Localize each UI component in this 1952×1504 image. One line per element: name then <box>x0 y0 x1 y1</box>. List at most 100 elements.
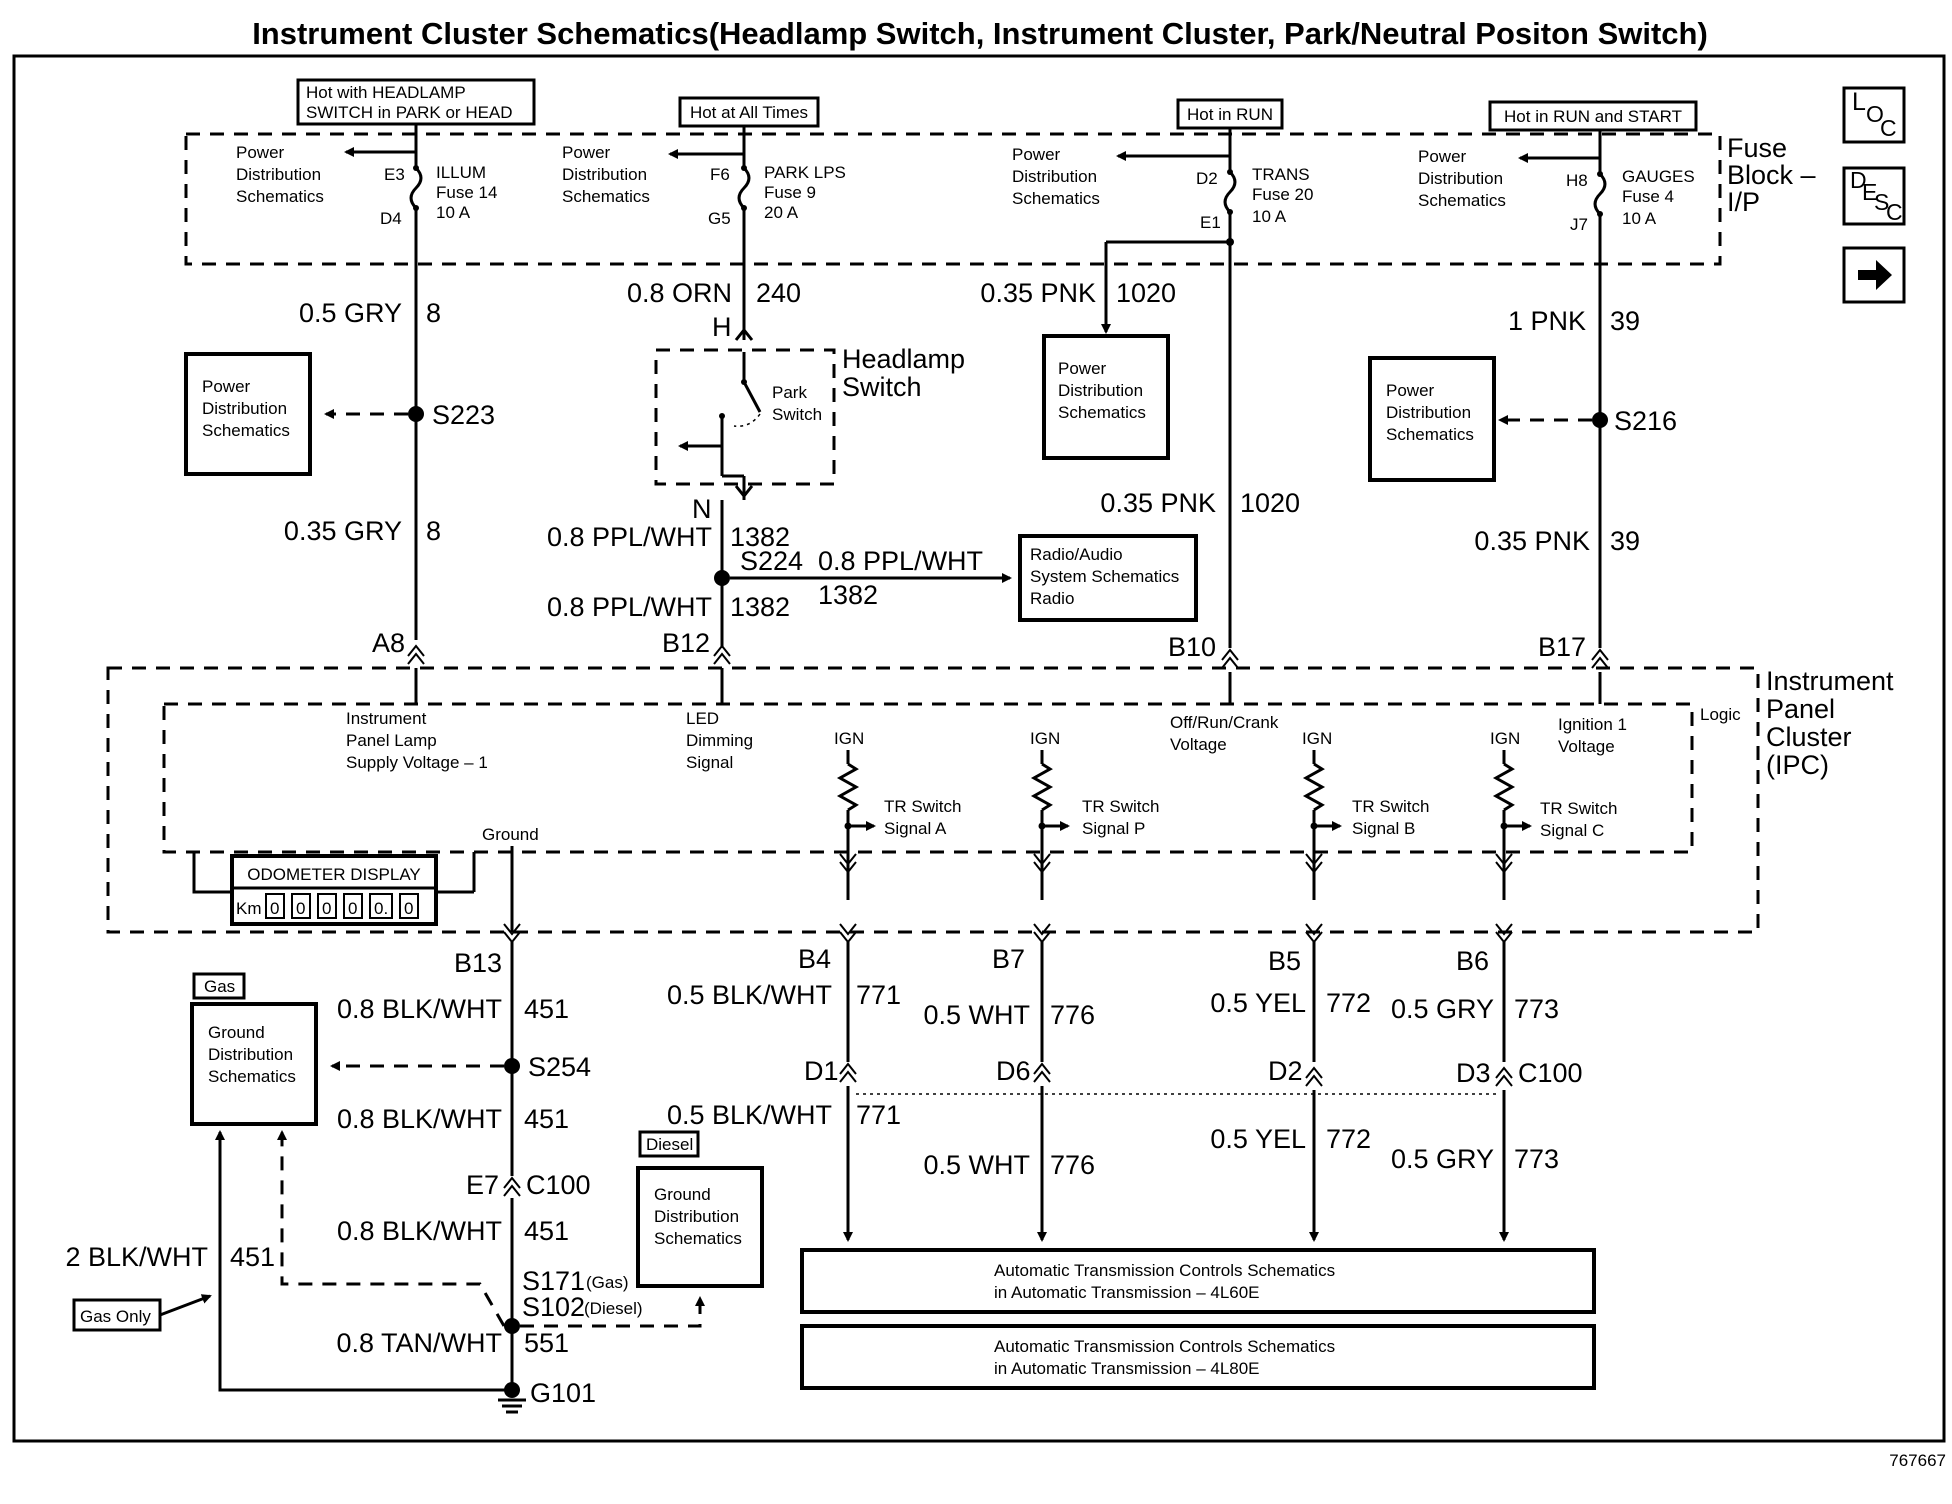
fuse-gauges-number: Fuse 4 <box>1622 187 1674 206</box>
splice-s224 <box>714 570 730 586</box>
loc-button[interactable]: L O C <box>1842 86 1906 144</box>
pds-box-trans-line3: Schematics <box>1058 403 1146 422</box>
trans-box-4l80e-line2: in Automatic Transmission – 4L80E <box>994 1359 1260 1378</box>
nav-buttons: L O C D E S C <box>1842 86 1906 304</box>
wire-772a-circuit: 772 <box>1326 988 1371 1018</box>
trans-box-4l60e-line1: Automatic Transmission Controls Schemati… <box>994 1261 1335 1280</box>
pds-fuse4-line1: Power <box>1418 147 1467 166</box>
desc-button[interactable]: D E S C <box>1842 166 1906 226</box>
pds-box-s216-line3: Schematics <box>1386 425 1474 444</box>
ipc-pin-b13: B13 <box>454 948 502 978</box>
power-label-hot-run-start: Hot in RUN and START <box>1488 100 1698 132</box>
fuse-gauges-pin-out: J7 <box>1570 215 1588 234</box>
gds-diesel-line2: Distribution <box>654 1207 739 1226</box>
tr-a-label-2: Signal A <box>884 819 947 838</box>
power-label-headlamp: Hot with HEADLAMP SWITCH in PARK or HEAD <box>296 78 536 126</box>
ipc-input-2-line3: Signal <box>686 753 733 772</box>
pds-box-s223-line3: Schematics <box>202 421 290 440</box>
pds-box-trans-line2: Distribution <box>1058 381 1143 400</box>
tr-signal-a: IGN TR Switch Signal A <box>834 729 961 900</box>
pds-fuse2-line2: Distribution <box>562 165 647 184</box>
odometer-digit-3: 0 <box>322 899 331 918</box>
gds-diesel-line3: Schematics <box>654 1229 742 1248</box>
ipc-pin-b5: B5 <box>1268 946 1301 976</box>
wire-776b-gauge: 0.5 WHT <box>923 1150 1030 1180</box>
fuse-park-name: PARK LPS <box>764 163 846 182</box>
fuse-trans-number: Fuse 20 <box>1252 185 1313 204</box>
pds-fuse3-line1: Power <box>1012 145 1061 164</box>
pds-box-trans: Power Distribution Schematics <box>1042 334 1170 460</box>
ipc-label-3: Cluster <box>1766 722 1852 752</box>
fuse-block-label-3: I/P <box>1727 187 1760 217</box>
c100-pin-d3: D3 <box>1456 1058 1491 1088</box>
pds-box-s216-line2: Distribution <box>1386 403 1471 422</box>
splice-s102-label: S102 <box>522 1292 585 1322</box>
fuse-gauges-amps: 10 A <box>1622 209 1657 228</box>
radio-box-line1: Radio/Audio <box>1030 545 1123 564</box>
radio-schematics-box: Radio/Audio System Schematics Radio <box>1018 534 1198 622</box>
odometer-digits: 0 0 0 0 0. 0 <box>265 893 419 919</box>
wire-gry-upper-gauge: 0.5 GRY <box>299 298 402 328</box>
fuse-illum-pin-in: E3 <box>384 165 405 184</box>
pds-fuse4-line3: Schematics <box>1418 191 1506 210</box>
odometer-digit-4: 0 <box>348 899 357 918</box>
gds-gas-line1: Ground <box>208 1023 265 1042</box>
tr-p-label-2: Signal P <box>1082 819 1145 838</box>
wire-773a-gauge: 0.5 GRY <box>1391 994 1494 1024</box>
power-label-headlamp-line2: SWITCH in PARK or HEAD <box>306 103 513 122</box>
pds-fuse1-line2: Distribution <box>236 165 321 184</box>
fuse-trans-pin-in: D2 <box>1196 169 1218 188</box>
ipc-input-3-line2: Voltage <box>1170 735 1227 754</box>
power-label-hot-all-times-text: Hot at All Times <box>690 103 808 122</box>
ipc-input-1-line3: Supply Voltage – 1 <box>346 753 488 772</box>
ipc-label-2: Panel <box>1766 694 1835 724</box>
wire-773b-gauge: 0.5 GRY <box>1391 1144 1494 1174</box>
c100-label-trans: C100 <box>1518 1058 1583 1088</box>
splice-s102-note: (Diesel) <box>584 1299 643 1318</box>
wire-776a-gauge: 0.5 WHT <box>923 1000 1030 1030</box>
wire-gry-lower-gauge: 0.35 GRY <box>284 516 402 546</box>
power-label-hot-all-times: Hot at All Times <box>678 96 820 128</box>
ipc-label-1: Instrument <box>1766 666 1894 696</box>
trans-box-4l80e-line1: Automatic Transmission Controls Schemati… <box>994 1337 1335 1356</box>
gas-only-text: Gas Only <box>80 1307 151 1326</box>
wire-blk451a-circuit: 451 <box>524 994 569 1024</box>
wire-orn-circuit: 240 <box>756 278 801 308</box>
trans-box-4l60e: Automatic Transmission Controls Schemati… <box>800 1248 1596 1314</box>
wire-pnk1020a-gauge: 0.35 PNK <box>980 278 1096 308</box>
odometer-title: ODOMETER DISPLAY <box>247 865 421 884</box>
gas-tag: Gas <box>192 972 246 1000</box>
splice-s224-label: S224 <box>740 546 803 576</box>
fuse-trans-name: TRANS <box>1252 165 1310 184</box>
next-page-button[interactable] <box>1842 246 1906 304</box>
wire-771a-circuit: 771 <box>856 980 901 1010</box>
fuse-illum-amps: 10 A <box>436 203 471 222</box>
ipc-input-2-line2: Dimming <box>686 731 753 750</box>
pds-fuse3-line2: Distribution <box>1012 167 1097 186</box>
splice-s216-label: S216 <box>1614 406 1677 436</box>
fuse-illum: E3 D4 ILLUM Fuse 14 10 A Power Distribut… <box>236 124 497 640</box>
splice-s223-label: S223 <box>432 400 495 430</box>
odometer-digit-2: 0 <box>296 899 305 918</box>
tr-a-ign: IGN <box>834 729 864 748</box>
ipc-pin-b6: B6 <box>1456 946 1489 976</box>
c100-label-ground: C100 <box>526 1170 591 1200</box>
wire-776a-circuit: 776 <box>1050 1000 1095 1030</box>
page-title: Instrument Cluster Schematics(Headlamp S… <box>252 16 1708 51</box>
wire-ppl3-circuit: 1382 <box>818 580 878 610</box>
ipc-label-4: (IPC) <box>1766 750 1829 780</box>
fuse-trans: D2 E1 TRANS Fuse 20 10 A Power Distribut… <box>1012 128 1313 648</box>
tr-b-label-1: TR Switch <box>1352 797 1429 816</box>
tr-b-ign: IGN <box>1302 729 1332 748</box>
tr-signal-p: IGN TR Switch Signal P <box>1030 729 1159 900</box>
park-switch-label-1: Park <box>772 383 807 402</box>
fuse-block-label-2: Block – <box>1727 160 1816 190</box>
gds-gas-line2: Distribution <box>208 1045 293 1064</box>
odometer-display: ODOMETER DISPLAY Km 0 0 0 0 0. 0 <box>192 852 476 926</box>
pds-fuse3-line3: Schematics <box>1012 189 1100 208</box>
splice-s216 <box>1592 412 1608 428</box>
ipc-box <box>106 666 1760 934</box>
wire-gry-lower-circuit: 8 <box>426 516 441 546</box>
ipc-pin-b4: B4 <box>798 944 831 974</box>
headlamp-pin-n: N <box>692 494 712 524</box>
